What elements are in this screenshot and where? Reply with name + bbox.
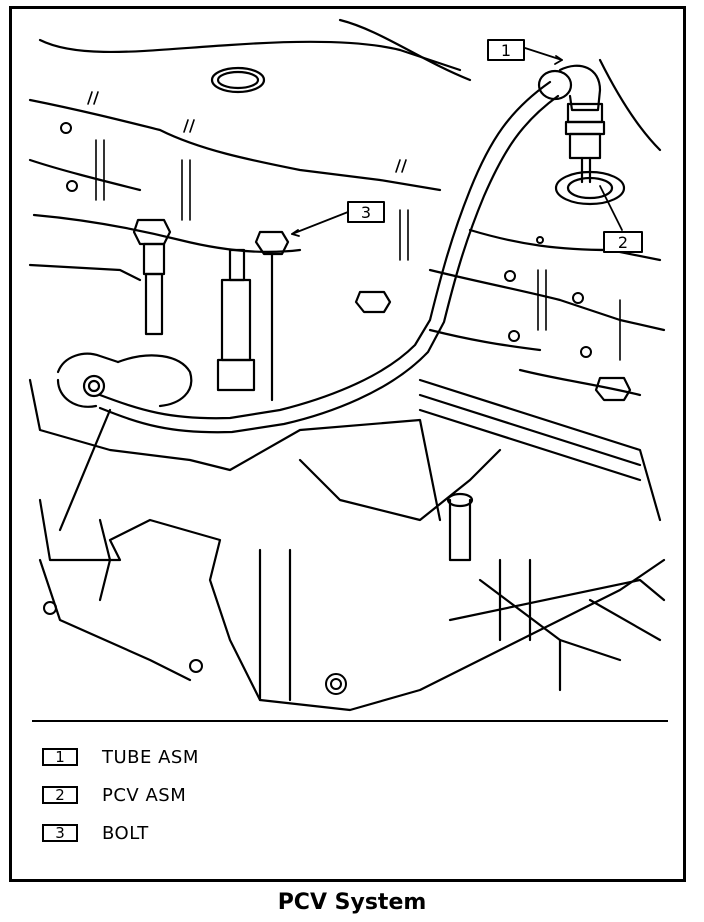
legend-label: TUBE ASM	[102, 746, 199, 768]
callout-2: 2	[603, 231, 643, 253]
legend-number: 2	[42, 786, 78, 804]
legend-number: 1	[42, 748, 78, 766]
callout-1: 1	[487, 39, 525, 61]
studs	[132, 218, 632, 402]
legend-label: BOLT	[102, 822, 149, 844]
legend: 1 TUBE ASM 2 PCV ASM 3 BOLT	[42, 738, 199, 852]
svg-text:1: 1	[501, 41, 511, 60]
callout-leaders	[291, 47, 623, 237]
engine-block-outline	[28, 18, 666, 522]
legend-divider	[32, 720, 668, 722]
svg-text:2: 2	[618, 233, 628, 252]
callout-3: 3	[347, 201, 385, 223]
elbow-fitting	[537, 64, 626, 206]
tube-asm	[98, 80, 560, 434]
oval-port	[210, 66, 266, 94]
legend-item-tube-asm: 1 TUBE ASM	[42, 738, 199, 776]
legend-number: 3	[42, 824, 78, 842]
hose-end	[56, 352, 193, 408]
figure-caption: PCV System	[277, 890, 427, 915]
hatch-marks	[87, 91, 621, 361]
legend-item-pcv-asm: 2 PCV ASM	[42, 776, 199, 814]
svg-text:3: 3	[361, 203, 371, 222]
legend-item-bolt: 3 BOLT	[42, 814, 199, 852]
legend-label: PCV ASM	[102, 784, 187, 806]
pcv-system-illustration: 1 2 3	[28, 18, 666, 712]
figure-frame	[9, 6, 686, 882]
lower-housing	[28, 378, 666, 712]
